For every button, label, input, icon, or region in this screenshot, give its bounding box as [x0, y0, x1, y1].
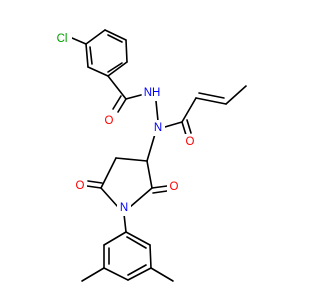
bond	[87, 66, 109, 77]
bond-c-cl	[71, 37, 87, 45]
atom-n-hydrazide: N	[151, 120, 165, 136]
atom-label-o: O	[170, 181, 179, 193]
bond	[85, 29, 106, 45]
bond	[181, 97, 197, 123]
bond	[146, 160, 153, 189]
bond	[104, 29, 127, 41]
bond	[123, 213, 127, 233]
aromatic-bond	[126, 236, 147, 249]
methyl-bond	[150, 267, 174, 282]
atom-o-ring-right: O	[167, 179, 181, 195]
atom-o-crotonyl: O	[183, 134, 197, 150]
carbonyl-bond	[117, 98, 127, 113]
bond	[125, 94, 142, 100]
atom-label-o: O	[186, 136, 195, 148]
atom-n-ring: N	[117, 200, 131, 216]
carbonyl-bond	[151, 185, 168, 189]
structure-canvas: Cl O NH N O O O N	[50, 29, 247, 282]
bond	[129, 187, 153, 208]
alkene-bond	[198, 92, 225, 99]
methyl-bond	[81, 267, 105, 282]
aromatic-bond	[127, 264, 147, 276]
bond	[107, 61, 128, 77]
atom-label-n: N	[120, 202, 128, 214]
dimethylphenyl-ring	[103, 231, 152, 281]
carbonyl-bond	[86, 185, 102, 189]
bond	[85, 43, 89, 68]
bond	[103, 231, 127, 246]
carbonyl-bond	[87, 180, 103, 184]
bond	[146, 133, 156, 162]
aromatic-bond	[107, 34, 123, 43]
bond	[125, 231, 151, 246]
carbonyl-bond	[112, 95, 122, 110]
bond	[115, 157, 148, 162]
bond	[149, 244, 152, 269]
atom-cl: Cl	[50, 31, 72, 47]
chlorophenyl-ring	[85, 29, 128, 77]
bond-n-n	[155, 100, 159, 122]
pyrrolidinedione-ring	[100, 157, 153, 208]
bond	[107, 75, 127, 100]
alkene-bond	[195, 97, 227, 105]
atom-label-cl: Cl	[57, 33, 68, 45]
atom-o-benzoyl: O	[102, 113, 116, 129]
carbonyl-bond	[181, 121, 187, 136]
bond	[127, 267, 152, 281]
atom-label-nh: NH	[144, 87, 161, 99]
atom-label-o: O	[76, 180, 85, 192]
bond	[125, 39, 128, 63]
carbonyl-bond	[186, 119, 192, 134]
atom-label-n: N	[154, 122, 162, 134]
bond	[100, 157, 117, 189]
bond	[103, 267, 129, 281]
molecule-structure-diagram: Cl O NH N O O O N	[50, 29, 247, 282]
bond	[225, 85, 247, 105]
atom-nh: NH	[142, 85, 162, 101]
carbonyl-bond	[152, 190, 168, 194]
atom-label-o: O	[105, 115, 114, 127]
aromatic-bond	[107, 62, 123, 73]
aromatic-bond	[89, 46, 93, 65]
atom-o-ring-left: O	[73, 178, 87, 194]
bond	[100, 187, 119, 208]
